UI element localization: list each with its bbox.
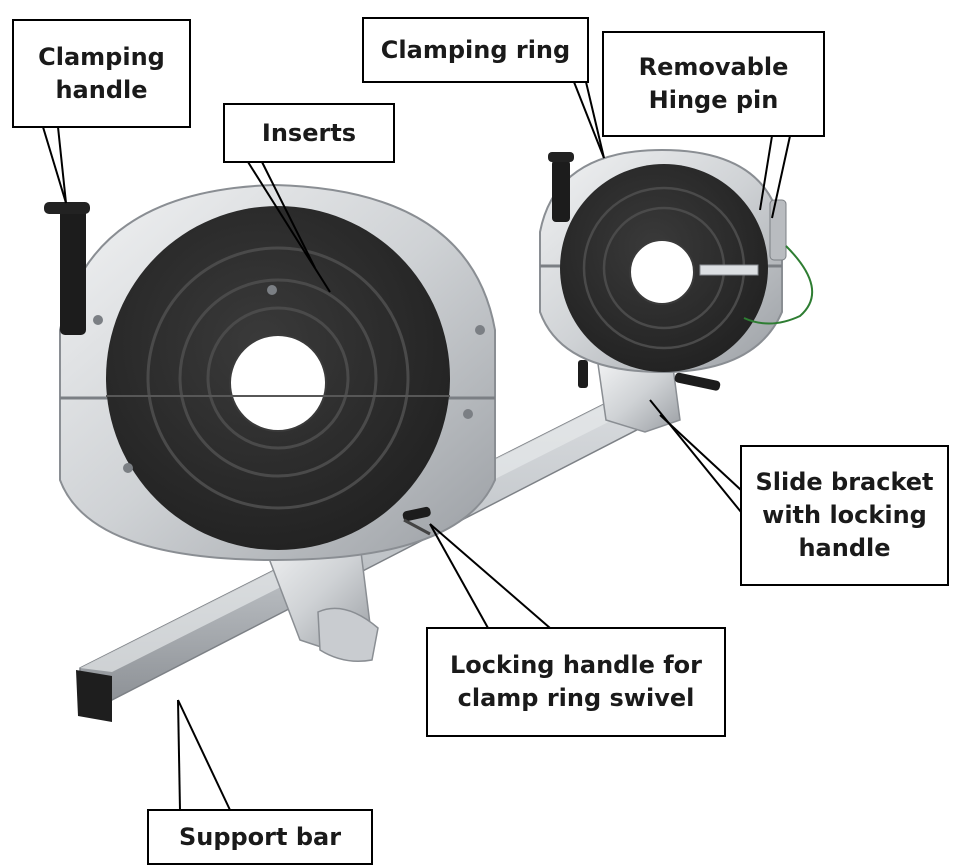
callout-inserts: Inserts xyxy=(223,103,395,163)
right-clamping-handle xyxy=(548,152,574,222)
callout-removable-hinge-pin-text: Removable Hinge pin xyxy=(638,53,789,114)
removable-hinge-pin-shape xyxy=(743,199,814,325)
callout-slide-bracket: Slide bracket with locking handle xyxy=(740,445,949,586)
callout-support-bar: Support bar xyxy=(147,809,373,865)
leader-inserts xyxy=(247,161,331,293)
left-clamping-handle xyxy=(44,202,90,335)
callout-slide-bracket-text: Slide bracket with locking handle xyxy=(755,468,934,562)
callout-inserts-text: Inserts xyxy=(261,118,357,147)
callout-clamping-handle-text: Clamping handle xyxy=(38,42,165,104)
callout-clamping-ring-text: Clamping ring xyxy=(380,35,571,64)
leader-support-bar xyxy=(177,699,181,811)
leader-lines xyxy=(42,81,791,811)
callout-locking-handle-swivel-text: Locking handle for clamp ring swivel xyxy=(450,651,702,712)
callout-clamping-ring: Clamping ring xyxy=(362,17,589,83)
small-clamp-ring xyxy=(539,148,783,374)
callout-clamping-handle: Clamping handle xyxy=(12,19,191,128)
leader-clamping-handle xyxy=(42,126,67,204)
large-clamp-ring xyxy=(59,183,496,562)
leader-hinge-pin xyxy=(759,135,773,211)
callout-removable-hinge-pin: Removable Hinge pin xyxy=(602,31,825,137)
leader-swivel-handle xyxy=(429,523,489,629)
callout-support-bar-text: Support bar xyxy=(178,822,342,851)
swivel-locking-handle-shape xyxy=(402,506,431,536)
callout-locking-handle-swivel: Locking handle for clamp ring swivel xyxy=(426,627,726,737)
leader-clamping-ring xyxy=(573,81,605,159)
